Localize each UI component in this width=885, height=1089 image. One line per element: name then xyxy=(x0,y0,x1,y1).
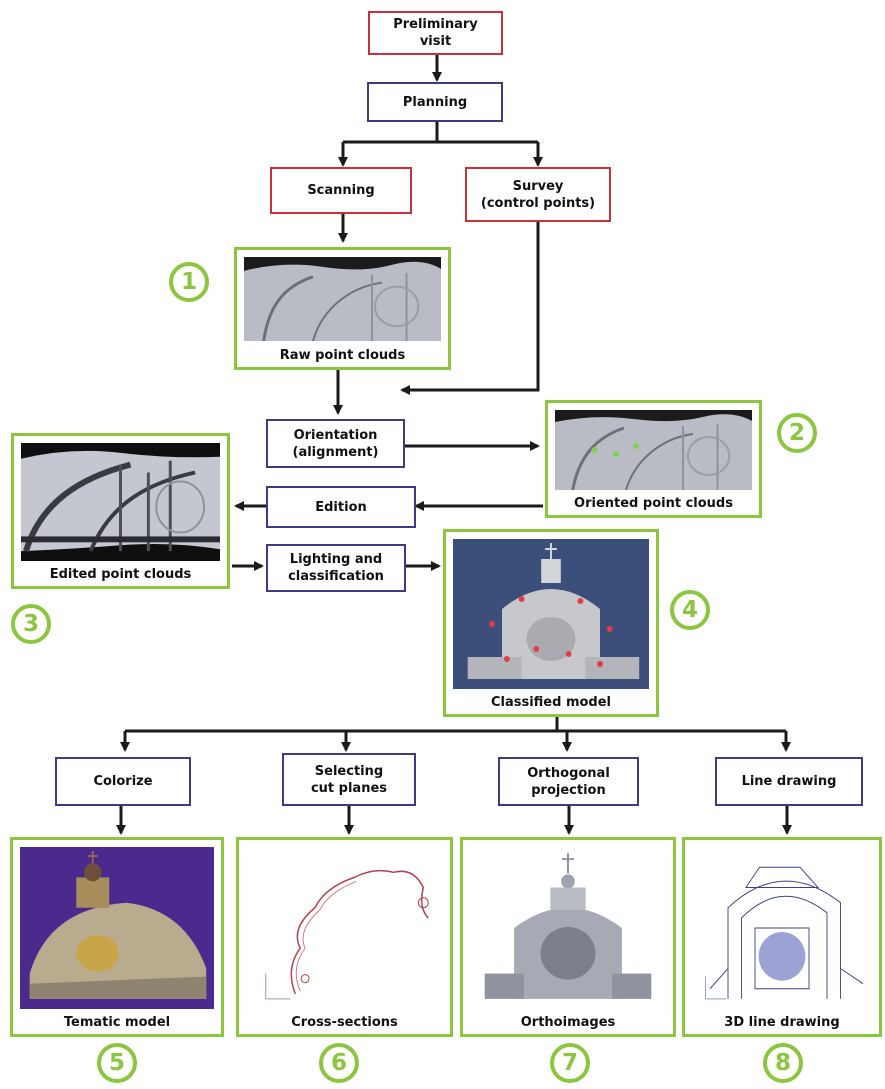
badge-6: 6 xyxy=(319,1043,359,1083)
orthogonal-projection-box: Orthogonal projection xyxy=(498,757,639,806)
3d-line-drawing-frame: 3D line drawing xyxy=(682,837,882,1037)
badge-1: 1 xyxy=(169,262,209,302)
edition-box: Edition xyxy=(266,486,416,528)
badge-4: 4 xyxy=(670,590,710,630)
raw-point-clouds-caption: Raw point clouds xyxy=(279,348,406,363)
cross-sections-caption: Cross-sections xyxy=(291,1015,398,1030)
badge-7: 7 xyxy=(550,1043,590,1083)
oriented-point-clouds-image xyxy=(555,410,752,490)
planning-box: Planning xyxy=(367,82,503,122)
oriented-point-clouds-frame: Oriented point clouds xyxy=(545,400,762,518)
raw-point-clouds-image xyxy=(244,257,441,341)
arrow-planning-split xyxy=(343,122,538,144)
edited-point-clouds-frame: Edited point clouds xyxy=(11,433,230,589)
tematic-model-frame: Tematic model xyxy=(10,837,224,1037)
badge-3: 3 xyxy=(11,604,51,644)
arrow-survey-orientation xyxy=(400,222,540,395)
oriented-point-clouds-caption: Oriented point clouds xyxy=(574,496,733,511)
preliminary-visit-box: Preliminary visit xyxy=(368,11,503,55)
arrow-classified-split xyxy=(125,717,786,733)
line-drawing-box: Line drawing xyxy=(715,757,863,806)
classified-model-image xyxy=(453,539,649,689)
3d-line-drawing-caption: 3D line drawing xyxy=(724,1015,840,1030)
classified-model-caption: Classified model xyxy=(490,695,612,710)
classified-model-frame: Classified model xyxy=(443,529,659,717)
tematic-model-caption: Tematic model xyxy=(63,1015,171,1030)
orthoimages-image xyxy=(470,847,666,1009)
orthoimages-frame: Orthoimages xyxy=(460,837,676,1037)
lighting-classification-box: Lighting and classification xyxy=(266,544,406,592)
scanning-box: Scanning xyxy=(270,167,412,214)
colorize-box: Colorize xyxy=(55,757,191,806)
badge-8: 8 xyxy=(763,1043,803,1083)
cross-sections-frame: Cross-sections xyxy=(236,837,453,1037)
survey-box: Survey (control points) xyxy=(465,167,611,222)
edited-point-clouds-image xyxy=(21,443,220,561)
cross-sections-image xyxy=(246,847,443,1009)
cut-planes-box: Selecting cut planes xyxy=(282,753,416,806)
tematic-model-image xyxy=(20,847,214,1009)
3d-line-drawing-image xyxy=(692,847,872,1009)
badge-2: 2 xyxy=(777,413,817,453)
orientation-box: Orientation (alignment) xyxy=(266,419,405,468)
raw-point-clouds-frame: Raw point clouds xyxy=(234,247,451,370)
badge-5: 5 xyxy=(97,1043,137,1083)
orthoimages-caption: Orthoimages xyxy=(520,1015,616,1030)
edited-point-clouds-caption: Edited point clouds xyxy=(49,567,192,582)
